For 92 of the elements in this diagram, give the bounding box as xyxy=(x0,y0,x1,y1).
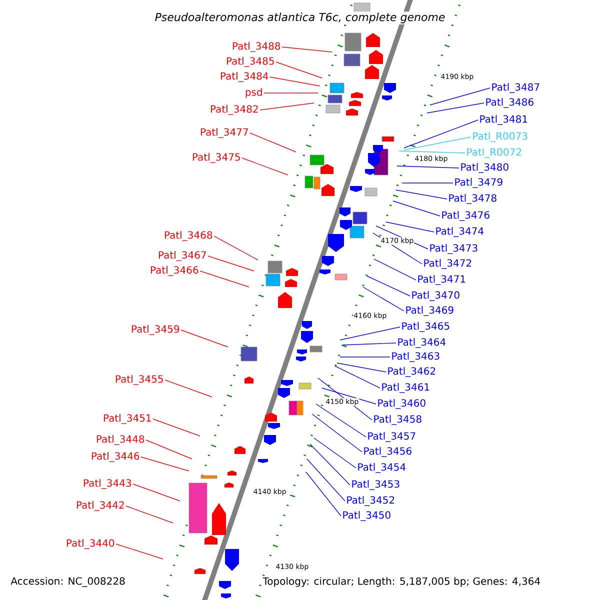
gene-label: Patl_3488 xyxy=(232,42,280,52)
gene-label: Patl_3440 xyxy=(66,539,114,549)
leader-line xyxy=(402,182,454,184)
gene-label: Patl_3446 xyxy=(92,452,140,462)
info-text: Topology: circular; Length: 5,187,005 bp; Genes: 4,364 xyxy=(262,576,542,588)
leader-line xyxy=(312,414,362,452)
leader-line xyxy=(132,484,180,502)
leader-line xyxy=(276,62,322,78)
gene-label: Patl_3454 xyxy=(358,463,406,473)
gene-label: Patl_3477 xyxy=(200,128,248,138)
leader-line xyxy=(334,366,380,388)
gene-label: Patl_3442 xyxy=(76,501,124,511)
gene-label: Patl_3443 xyxy=(84,479,131,489)
leader-line xyxy=(396,166,460,168)
gene-label: Patl_3479 xyxy=(455,178,502,188)
leader-line xyxy=(242,158,288,176)
gene-label: Patl_3448 xyxy=(96,435,144,445)
gene-label: Patl_3476 xyxy=(442,211,490,221)
gene-label: Patl_3482 xyxy=(210,105,258,115)
gene-label: Patl_3474 xyxy=(436,227,484,237)
leader-line xyxy=(340,356,390,358)
gene-label: Patl_3481 xyxy=(480,115,528,125)
gene-label: Patl_3485 xyxy=(226,57,274,67)
gene-label: Patl_3484 xyxy=(220,72,268,82)
leader-line xyxy=(342,342,396,346)
gene-label: Patl_3460 xyxy=(378,399,426,409)
leader-line xyxy=(152,418,200,436)
leader-line xyxy=(314,438,356,468)
gene-label: Patl_R0073 xyxy=(473,132,528,142)
gene-label: Patl_3463 xyxy=(392,352,440,362)
leader-line xyxy=(200,270,250,288)
leader-line xyxy=(426,102,484,114)
gene-label: Patl_3473 xyxy=(430,244,478,254)
gene-label: Patl_3475 xyxy=(192,153,240,163)
leader-line xyxy=(264,92,318,94)
gene-label: Patl_3453 xyxy=(352,480,400,490)
gene-label: Patl_3455 xyxy=(116,375,163,385)
gene-label: Patl_3458 xyxy=(374,415,422,425)
leader-line xyxy=(322,388,376,404)
leader-line xyxy=(392,200,440,216)
gene-label: Patl_3465 xyxy=(402,322,450,332)
info-text: Accession: NC_008228 xyxy=(10,576,126,588)
leader-line xyxy=(366,276,410,296)
gene-label: Patl_3480 xyxy=(461,163,508,173)
gene-label: Patl_3467 xyxy=(158,251,206,261)
gene-label: Patl_3461 xyxy=(382,383,430,393)
gene-label: Patl_3459 xyxy=(132,325,180,335)
gene-label: Patl_R0072 xyxy=(467,148,522,158)
gene-label: Patl_3487 xyxy=(492,83,540,93)
leader-line xyxy=(386,222,434,232)
title: Pseudoalteromonas atlantica T6c, complete genome xyxy=(154,12,446,24)
gene-label: Patl_3464 xyxy=(398,338,446,348)
gene-label: Patl_3451 xyxy=(104,414,151,424)
gene-label: Patl_3470 xyxy=(412,291,460,301)
leader-line xyxy=(260,102,314,110)
leader-line xyxy=(398,150,466,154)
leader-line xyxy=(116,544,164,560)
gene-label: Patl_3486 xyxy=(486,98,534,108)
gene-label: Patl_3450 xyxy=(343,511,390,521)
leader-line xyxy=(214,236,258,260)
leader-line xyxy=(396,190,448,200)
leader-line xyxy=(126,506,174,524)
leader-line xyxy=(374,258,416,280)
leader-line xyxy=(340,326,400,340)
gene-label: psd xyxy=(246,88,262,98)
leader-line xyxy=(362,286,404,312)
gene-label: Patl_3452 xyxy=(347,496,394,506)
leader-line xyxy=(208,256,254,272)
leader-line xyxy=(270,76,320,86)
gene-label: Patl_3456 xyxy=(364,447,412,457)
leader-line xyxy=(430,88,490,106)
gene-label: Patl_3466 xyxy=(150,266,198,276)
leader-line xyxy=(316,404,366,438)
leader-line xyxy=(164,380,212,398)
leader-line xyxy=(404,120,478,148)
gene-label: Patl_3469 xyxy=(406,306,454,316)
leader-line xyxy=(180,330,228,348)
leader-line xyxy=(282,46,332,52)
gene-label: Patl_3471 xyxy=(418,275,466,285)
leader-line xyxy=(140,456,190,472)
gene-label: Patl_3462 xyxy=(388,367,436,377)
leader-line xyxy=(146,440,192,460)
gene-label: Patl_3472 xyxy=(424,259,472,269)
leader-line xyxy=(404,136,472,150)
gene-label: Patl_3468 xyxy=(164,231,212,241)
leader-line xyxy=(250,132,296,152)
leader-line xyxy=(306,472,342,516)
leader-line xyxy=(310,444,350,486)
gene-label: Patl_3478 xyxy=(449,194,496,204)
leader-line xyxy=(306,458,346,502)
gene-label: Patl_3457 xyxy=(368,432,416,442)
leader-line xyxy=(336,362,386,372)
